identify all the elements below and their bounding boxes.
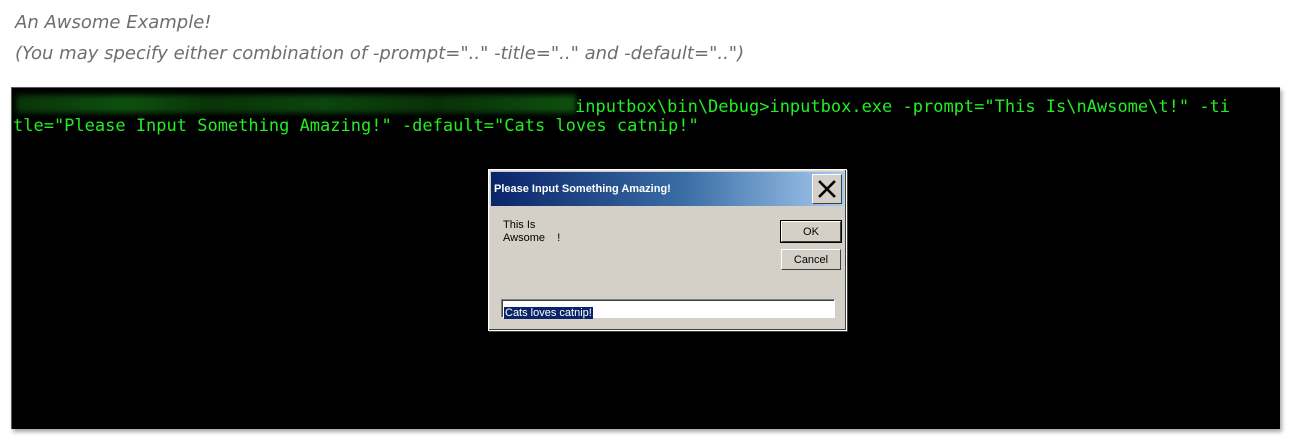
console-line-2: tle="Please Input Something Amazing!" -d… bbox=[13, 116, 699, 136]
default-input-field[interactable]: Cats loves catnip! bbox=[501, 299, 835, 319]
dialog-titlebar[interactable]: Please Input Something Amazing! bbox=[491, 172, 844, 206]
console-line-1: inputbox\bin\Debug>inputbox.exe -prompt=… bbox=[575, 97, 1231, 117]
console-window[interactable]: inputbox\bin\Debug>inputbox.exe -prompt=… bbox=[11, 87, 1280, 429]
selected-input-text: Cats loves catnip! bbox=[504, 307, 593, 319]
input-dialog: Please Input Something Amazing! This Is … bbox=[488, 169, 847, 331]
dialog-title: Please Input Something Amazing! bbox=[494, 183, 671, 195]
close-icon bbox=[818, 180, 836, 198]
close-button[interactable] bbox=[812, 174, 842, 204]
cancel-button[interactable]: Cancel bbox=[781, 249, 841, 270]
redacted-path bbox=[16, 95, 576, 113]
dialog-prompt: This Is Awsome ! bbox=[503, 219, 561, 244]
example-subheading: (You may specify either combination of -… bbox=[15, 43, 745, 64]
example-heading: An Awsome Example! bbox=[15, 12, 212, 33]
ok-button[interactable]: OK bbox=[780, 220, 842, 243]
